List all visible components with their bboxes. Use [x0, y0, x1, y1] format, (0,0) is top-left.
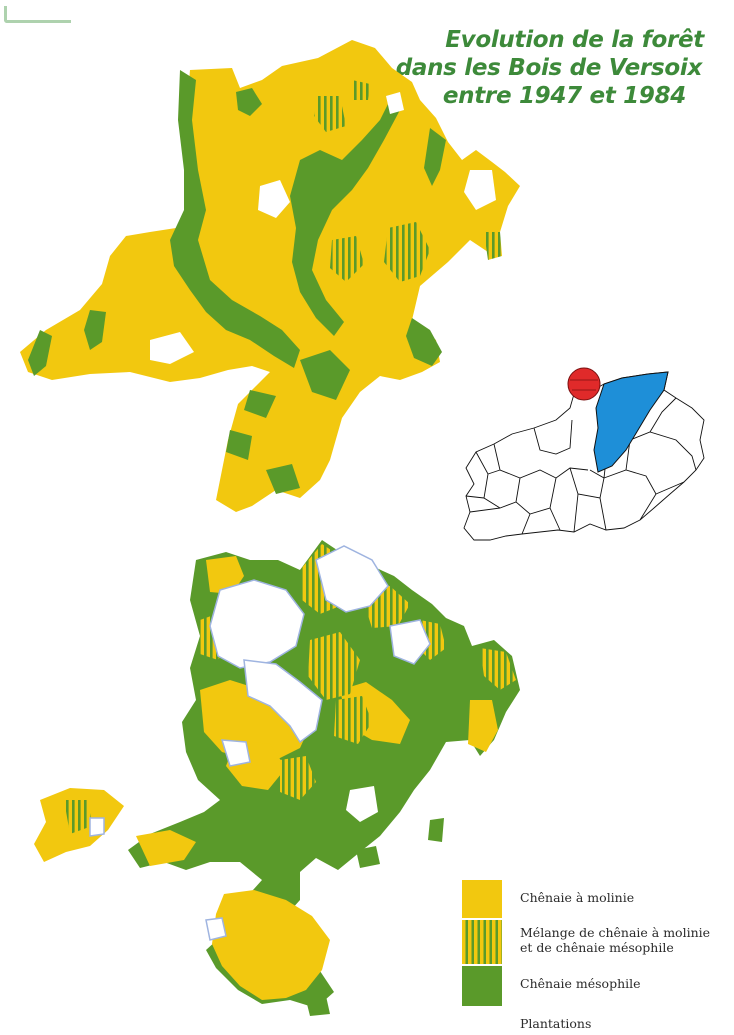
title-line-3: entre 1947 et 1984 — [442, 83, 686, 109]
scan-corner-mark — [4, 6, 71, 23]
legend-label: Plantations — [520, 1016, 592, 1031]
legend-label: Chênaie à molinie — [520, 890, 635, 905]
red-circle-marker — [567, 367, 601, 401]
blue-commune-area — [593, 371, 669, 473]
zone-melange-1947 — [384, 222, 430, 282]
swatch-stripes-icon — [462, 920, 502, 964]
zone-chenaie-mesophile-1947 — [170, 70, 300, 368]
map-1984 — [34, 540, 520, 1016]
map-title: Evolution de la forêt dans les Bois de V… — [395, 26, 705, 110]
zone-plantations-1947 — [258, 180, 290, 218]
zone-plantations-1984 — [209, 579, 305, 669]
swatch-green-icon — [462, 966, 502, 1006]
zone-chenaie-molinie-1947 — [20, 40, 520, 512]
locator-map — [463, 367, 705, 541]
title-line-1: Evolution de la forêt — [445, 27, 704, 53]
legend-label: Mélange de chênaie à molinie — [520, 925, 711, 940]
swatch-yellow-icon — [462, 880, 502, 918]
title-line-2: dans les Bois de Versoix — [395, 55, 703, 81]
map-1947 — [20, 40, 520, 512]
legend-label-line2: et de chênaie mésophile — [520, 940, 674, 955]
swatch-white-icon — [462, 1008, 502, 1034]
legend-label: Chênaie mésophile — [520, 976, 641, 991]
